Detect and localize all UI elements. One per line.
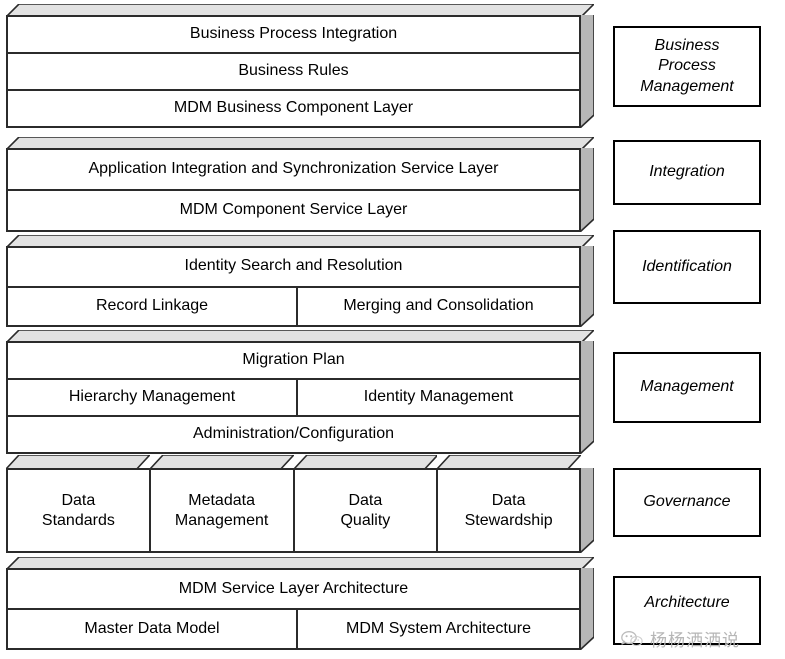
column-top-face bbox=[437, 455, 581, 469]
layer-row[interactable]: Master Data Model MDM System Architectur… bbox=[8, 610, 579, 648]
layer-block-business-process-management: Business Process Integration Business Ru… bbox=[6, 4, 594, 128]
governance-cell[interactable]: Data Standards bbox=[6, 468, 150, 553]
governance-cell[interactable]: Data Stewardship bbox=[437, 468, 581, 553]
layer-cell[interactable]: Master Data Model bbox=[8, 610, 298, 648]
layer-cell-label: Administration/Configuration bbox=[193, 425, 394, 443]
governance-cell[interactable]: Metadata Management bbox=[149, 468, 294, 553]
layer-cell-label: Merging and Consolidation bbox=[343, 296, 534, 314]
block-side-face bbox=[580, 568, 594, 650]
layer-row[interactable]: MDM Service Layer Architecture bbox=[8, 570, 579, 610]
layer-row[interactable]: Record Linkage Merging and Consolidation bbox=[8, 287, 579, 326]
layer-block-management: Migration Plan Hierarchy Management Iden… bbox=[6, 330, 594, 454]
layer-cell[interactable]: Administration/Configuration bbox=[8, 417, 579, 452]
block-front-face: Application Integration and Synchronizat… bbox=[6, 148, 581, 232]
layer-block-identification: Identity Search and Resolution Record Li… bbox=[6, 235, 594, 327]
column-top-face bbox=[149, 455, 294, 469]
layer-row[interactable]: MDM Component Service Layer bbox=[8, 191, 579, 230]
layer-cell-label: Business Rules bbox=[238, 62, 349, 80]
layer-cell[interactable]: MDM Component Service Layer bbox=[8, 191, 579, 230]
block-side-face bbox=[580, 246, 594, 327]
layer-cell-label: Application Integration and Synchronizat… bbox=[88, 160, 499, 178]
governance-cell-label: Data Standards bbox=[41, 492, 115, 529]
layer-cell[interactable]: Application Integration and Synchronizat… bbox=[8, 150, 579, 189]
category-label-business-process-management[interactable]: Business Process Management bbox=[613, 26, 761, 107]
block-side-face bbox=[580, 148, 594, 232]
category-label-governance[interactable]: Governance bbox=[613, 468, 761, 537]
layer-row[interactable]: Business Process Integration bbox=[8, 17, 579, 54]
governance-cell[interactable]: Data Quality bbox=[293, 468, 438, 553]
layer-cell[interactable]: Record Linkage bbox=[8, 287, 298, 325]
layer-cell[interactable]: Identity Search and Resolution bbox=[8, 248, 579, 286]
governance-column[interactable]: Data Standards bbox=[6, 455, 150, 553]
governance-column[interactable]: Data Quality bbox=[293, 455, 438, 553]
governance-cell-label: Metadata Management bbox=[174, 492, 269, 529]
category-label-architecture[interactable]: Architecture bbox=[613, 576, 761, 645]
layer-row[interactable]: Migration Plan bbox=[8, 343, 579, 380]
category-label-integration[interactable]: Integration bbox=[613, 140, 761, 205]
governance-column[interactable]: Metadata Management bbox=[149, 455, 294, 553]
block-front-face: Identity Search and Resolution Record Li… bbox=[6, 246, 581, 327]
governance-cell-label: Data Quality bbox=[340, 492, 391, 529]
layer-cell[interactable]: Migration Plan bbox=[8, 343, 579, 378]
layer-cell-label: MDM System Architecture bbox=[346, 619, 531, 637]
column-top-face bbox=[6, 455, 150, 469]
layer-cell-label: MDM Business Component Layer bbox=[173, 99, 414, 117]
column-top-face bbox=[293, 455, 438, 469]
layer-cell[interactable]: MDM Business Component Layer bbox=[8, 91, 579, 126]
layer-cell[interactable]: MDM System Architecture bbox=[298, 610, 579, 648]
block-front-face: MDM Service Layer Architecture Master Da… bbox=[6, 568, 581, 650]
layer-row[interactable]: Application Integration and Synchronizat… bbox=[8, 150, 579, 191]
category-label-text: Integration bbox=[649, 163, 725, 181]
layer-row[interactable]: Identity Search and Resolution bbox=[8, 248, 579, 288]
layer-block-governance: Data Standards Metadata Management Data … bbox=[6, 455, 594, 553]
layer-row[interactable]: MDM Business Component Layer bbox=[8, 91, 579, 126]
layer-cell-label: Master Data Model bbox=[84, 619, 220, 637]
governance-cell-label: Data Stewardship bbox=[464, 492, 553, 529]
block-side-face bbox=[580, 468, 594, 553]
layer-cell-label: Business Process Integration bbox=[189, 25, 398, 43]
governance-column[interactable]: Data Stewardship bbox=[437, 455, 581, 553]
layer-cell-label: Identity Management bbox=[363, 388, 514, 406]
category-label-text: Identification bbox=[642, 257, 732, 275]
layer-row[interactable]: Hierarchy Management Identity Management bbox=[8, 380, 579, 417]
block-side-face bbox=[580, 341, 594, 454]
layer-cell-label: Record Linkage bbox=[95, 296, 209, 314]
category-label-text: Management bbox=[640, 378, 734, 396]
layer-cell[interactable]: Merging and Consolidation bbox=[298, 288, 579, 326]
layer-cell-label: MDM Service Layer Architecture bbox=[178, 579, 409, 597]
category-label-identification[interactable]: Identification bbox=[613, 230, 761, 304]
layer-row[interactable]: Business Rules bbox=[8, 54, 579, 91]
block-side-face bbox=[580, 15, 594, 128]
layer-block-architecture: MDM Service Layer Architecture Master Da… bbox=[6, 557, 594, 650]
category-label-management[interactable]: Management bbox=[613, 352, 761, 423]
governance-columns: Data Standards Metadata Management Data … bbox=[6, 455, 581, 553]
category-label-text: Architecture bbox=[644, 594, 730, 612]
category-label-text: Business Process Management bbox=[640, 36, 734, 95]
layer-cell-label: Hierarchy Management bbox=[68, 388, 236, 406]
category-label-text: Governance bbox=[643, 493, 731, 511]
layer-cell[interactable]: Identity Management bbox=[298, 380, 579, 415]
layer-cell[interactable]: Business Process Integration bbox=[8, 17, 579, 52]
layer-cell[interactable]: MDM Service Layer Architecture bbox=[8, 570, 579, 608]
block-front-face: Business Process Integration Business Ru… bbox=[6, 15, 581, 128]
block-front-face: Migration Plan Hierarchy Management Iden… bbox=[6, 341, 581, 454]
layer-cell[interactable]: Business Rules bbox=[8, 54, 579, 89]
layer-cell-label: MDM Component Service Layer bbox=[179, 201, 408, 219]
layer-cell[interactable]: Hierarchy Management bbox=[8, 380, 298, 415]
layer-row[interactable]: Administration/Configuration bbox=[8, 417, 579, 452]
layer-cell-label: Identity Search and Resolution bbox=[184, 257, 403, 275]
layer-block-integration: Application Integration and Synchronizat… bbox=[6, 137, 594, 232]
layer-cell-label: Migration Plan bbox=[242, 351, 345, 369]
